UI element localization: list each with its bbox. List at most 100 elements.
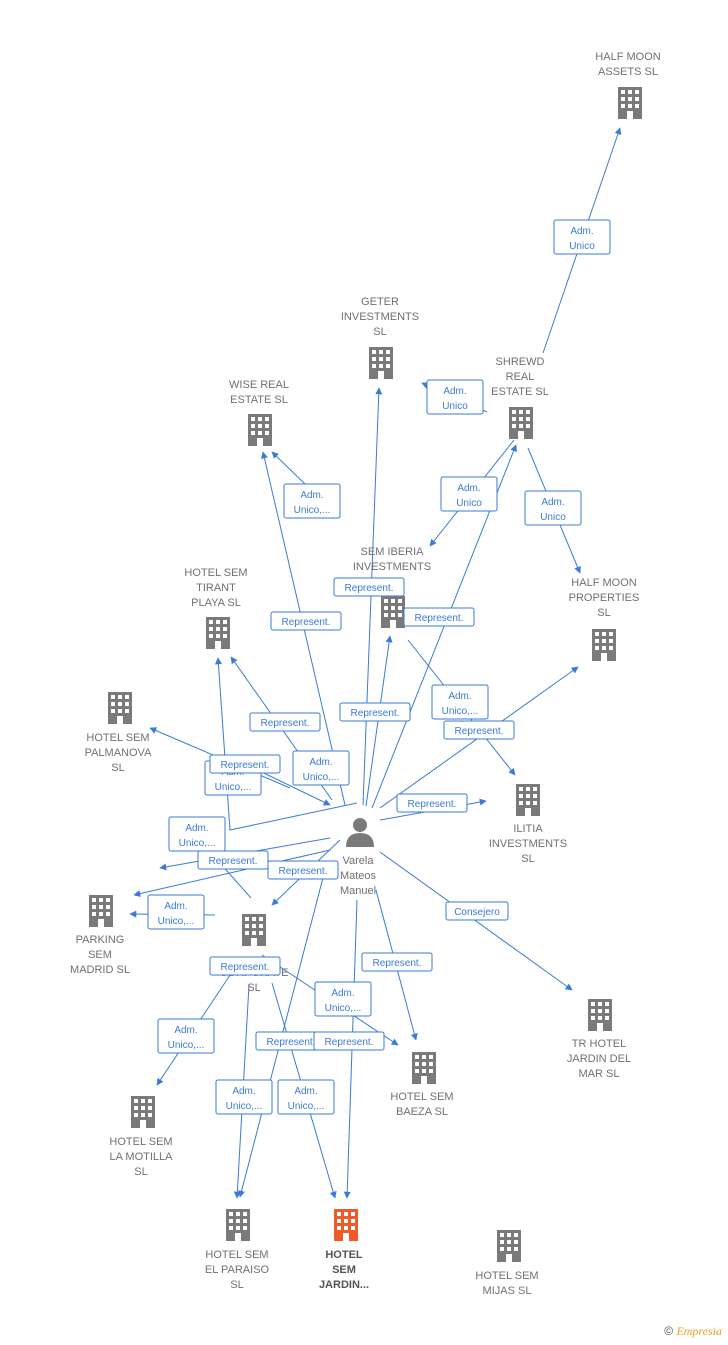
edge-label[interactable]: Represent. — [267, 860, 339, 880]
edge-label[interactable]: Adm.Unico,... — [215, 1079, 273, 1115]
building-icon[interactable] — [248, 414, 272, 446]
edge-label[interactable]: Adm. Unico,... — [277, 1079, 335, 1115]
edge-label[interactable]: Adm.Unico,... — [157, 1018, 215, 1054]
copyright-symbol: © — [664, 1324, 674, 1338]
building-icon[interactable] — [131, 1096, 155, 1128]
building-icon[interactable] — [412, 1052, 436, 1084]
building-icon[interactable] — [381, 596, 405, 628]
building-icon[interactable] — [369, 347, 393, 379]
edge-label[interactable]: Represent. — [333, 577, 405, 597]
svg-text:Represent.: Represent. — [221, 760, 270, 771]
svg-text:Represent.: Represent. — [267, 1037, 316, 1048]
edge-label[interactable]: Represent. — [197, 850, 269, 870]
building-icon[interactable] — [497, 1230, 521, 1262]
svg-text:Represent.: Represent. — [325, 1037, 374, 1048]
edge-line — [133, 849, 331, 898]
edge-label[interactable]: Adm.Unico,... — [314, 981, 372, 1017]
svg-text:Adm.: Adm. — [164, 901, 187, 912]
person-icon[interactable] — [346, 818, 374, 847]
svg-text:Adm.: Adm. — [309, 757, 332, 768]
svg-text:Unico,...: Unico,... — [168, 1040, 205, 1051]
svg-text:Represent.: Represent. — [373, 958, 422, 969]
svg-text:Represent.: Represent. — [279, 866, 328, 877]
building-icon[interactable] — [509, 407, 533, 439]
edge-label[interactable]: Represent. — [403, 607, 475, 627]
edge-label[interactable]: Adm.Unico,... — [431, 684, 489, 720]
building-icon[interactable] — [618, 87, 642, 119]
svg-text:Adm.: Adm. — [294, 1086, 317, 1097]
building-icon[interactable] — [588, 999, 612, 1031]
building-icon[interactable] — [516, 784, 540, 816]
svg-text:Represent.: Represent. — [221, 962, 270, 973]
edge-label[interactable]: Adm. Unico,... — [168, 816, 226, 852]
edge-label[interactable]: Represent. — [361, 952, 433, 972]
building-icon[interactable] — [206, 617, 230, 649]
svg-text:Adm.: Adm. — [185, 823, 208, 834]
svg-text:Unico,...: Unico,... — [294, 505, 331, 516]
edge-label[interactable]: Represent. — [249, 712, 321, 732]
svg-text:Represent.: Represent. — [455, 726, 504, 737]
edge-label[interactable]: Adm.Unico — [440, 476, 498, 512]
building-icon[interactable] — [242, 914, 266, 946]
svg-text:Unico,...: Unico,... — [215, 782, 252, 793]
edge-label[interactable]: Consejero — [445, 901, 509, 921]
svg-text:Unico,...: Unico,... — [179, 838, 216, 849]
edge-label[interactable]: Represent. — [270, 611, 342, 631]
edge-label[interactable]: Represent. — [313, 1031, 385, 1051]
edge-label[interactable]: Represent. — [339, 702, 411, 722]
svg-text:Adm.: Adm. — [300, 490, 323, 501]
edge-label[interactable]: Represent. — [209, 956, 281, 976]
edge-label[interactable]: Represent. — [443, 720, 515, 740]
svg-text:Represent.: Represent. — [345, 583, 394, 594]
edge-label[interactable]: Adm. Unico,... — [292, 750, 350, 786]
brand-logo[interactable]: Empresia — [676, 1324, 722, 1338]
svg-text:Unico: Unico — [442, 401, 468, 412]
svg-text:Represent.: Represent. — [415, 613, 464, 624]
svg-text:Adm.: Adm. — [443, 386, 466, 397]
svg-text:Consejero: Consejero — [454, 907, 500, 918]
edge-label[interactable]: Adm. Unico — [524, 490, 582, 526]
building-icon[interactable] — [108, 692, 132, 724]
edge-label[interactable]: Adm. Unico — [426, 379, 484, 415]
svg-text:Unico,...: Unico,... — [158, 916, 195, 927]
svg-text:Unico: Unico — [540, 512, 566, 523]
svg-text:Adm.: Adm. — [570, 226, 593, 237]
building-icon[interactable] — [89, 895, 113, 927]
svg-text:Adm.: Adm. — [541, 497, 564, 508]
edge-line — [379, 851, 573, 991]
building-icon[interactable] — [592, 629, 616, 661]
edge-label[interactable]: Represent. — [209, 754, 281, 774]
svg-text:Unico,...: Unico,... — [325, 1003, 362, 1014]
svg-text:Represent.: Represent. — [351, 708, 400, 719]
building-icon[interactable] — [334, 1209, 358, 1241]
edge-label[interactable]: Represent. — [396, 793, 468, 813]
edge-label[interactable]: Adm. Unico,... — [147, 894, 205, 930]
svg-text:Unico,...: Unico,... — [288, 1101, 325, 1112]
svg-text:Unico,...: Unico,... — [442, 706, 479, 717]
building-icon[interactable] — [226, 1209, 250, 1241]
svg-text:Unico,...: Unico,... — [303, 772, 340, 783]
svg-text:Unico: Unico — [569, 241, 595, 252]
svg-text:Represent.: Represent. — [261, 718, 310, 729]
edge-label[interactable]: Adm. Unico — [553, 219, 611, 255]
svg-text:Represent.: Represent. — [282, 617, 331, 628]
edge-label[interactable]: Adm. Unico,... — [283, 483, 341, 519]
